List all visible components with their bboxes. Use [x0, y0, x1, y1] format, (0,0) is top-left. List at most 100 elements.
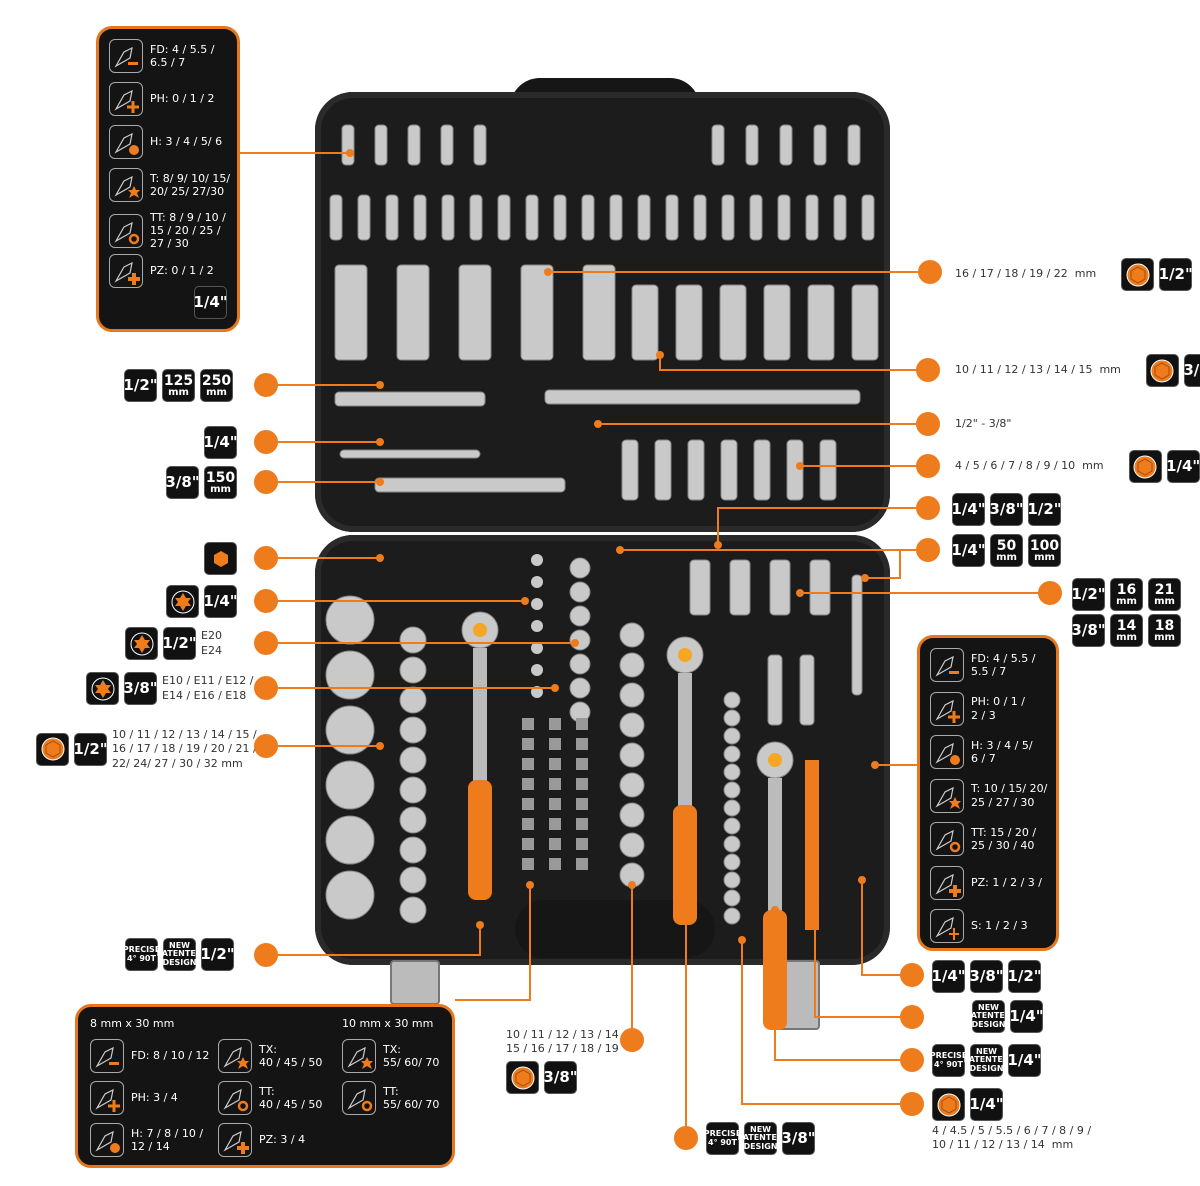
socket-1-2 — [399, 806, 427, 834]
socket-1-4 — [723, 835, 741, 853]
leader-line — [741, 940, 912, 1105]
socket-1-2 — [399, 866, 427, 894]
leader-endpoint — [594, 420, 602, 428]
socket-1-4 — [819, 439, 837, 501]
leader-endpoint — [346, 149, 354, 157]
precise-90t-badge: PRECISE 4° 90T — [123, 938, 160, 971]
hex-socket-icon — [36, 732, 69, 766]
socket-1-4 — [753, 439, 771, 501]
flat-bit-icon — [930, 648, 964, 682]
bit-item: T: 10 / 15/ 20/ 25 / 27 / 30 — [930, 778, 1048, 813]
callout-dot — [1038, 581, 1062, 605]
patented-design-badge: NEW PATENTED DESIGN — [157, 938, 202, 971]
socket-1-4 — [723, 907, 741, 925]
socket-1-2 — [399, 896, 427, 924]
callout: 1/4" — [932, 1088, 1004, 1121]
bit-item: S: 1 / 2 / 3 — [930, 909, 1028, 943]
leader-line — [814, 900, 912, 1018]
callout: 1/4" — [203, 426, 238, 459]
bit-sizes: T: 10 / 15/ 20/ 25 / 27 / 30 — [971, 782, 1048, 809]
bottom-bit-panel: 8 mm x 30 mm 10 mm x 30 mm FD: 8 / 10 / … — [75, 1004, 455, 1168]
tamper-torx-bit-icon — [930, 822, 964, 856]
bit — [581, 194, 595, 241]
callout-dot — [900, 1005, 924, 1029]
bit — [609, 194, 623, 241]
bit — [469, 194, 483, 241]
leader-endpoint — [656, 351, 664, 359]
callout-dot — [916, 358, 940, 382]
leader-endpoint — [376, 554, 384, 562]
deep-socket-1-2 — [396, 264, 430, 361]
drive-size-badge: 1/4" — [193, 286, 228, 319]
bit — [441, 194, 455, 241]
pozidriv-bit-icon — [109, 254, 143, 288]
leader-endpoint — [376, 381, 384, 389]
drive-size-badge: 1/2" — [1007, 960, 1042, 993]
bit — [576, 758, 588, 770]
bit — [522, 858, 534, 870]
drive-size-badge: 1/4" — [1166, 450, 1200, 483]
leader-endpoint — [476, 921, 484, 929]
callout-text: 16 / 17 / 18 / 19 / 22 mm — [955, 267, 1097, 281]
bit — [374, 124, 388, 166]
bit-sizes: FD: 8 / 10 / 12 — [131, 1049, 210, 1063]
socket-3-8 — [619, 802, 645, 828]
callout-text: 4 / 4.5 / 5 / 5.5 / 6 / 7 / 8 / 9 / 10 /… — [932, 1124, 1092, 1152]
bit-item: TX: 55/ 60/ 70 — [342, 1039, 439, 1073]
bit — [440, 124, 454, 166]
bit-item: PZ: 1 / 2 / 3 / — [930, 865, 1042, 900]
drive-size-badge: 1/4" — [951, 534, 986, 567]
phillips-bit-icon — [109, 82, 143, 116]
bit — [576, 838, 588, 850]
bit — [357, 194, 371, 241]
extension-bar — [544, 389, 861, 405]
socket-1-4 — [723, 709, 741, 727]
bit — [777, 194, 791, 241]
bit — [665, 194, 679, 241]
callout-text: 10 / 11 / 12 / 13 / 14 / 15 mm — [955, 363, 1121, 377]
bit-sizes: PZ: 0 / 1 / 2 — [150, 264, 214, 278]
bit-item: PH: 0 / 1 / 2 / 3 — [930, 691, 1025, 726]
bit — [576, 778, 588, 790]
bit — [749, 194, 763, 241]
hex-socket-icon — [506, 1061, 539, 1094]
universal-joint — [729, 559, 751, 616]
flat-bit-icon — [90, 1039, 124, 1073]
torx-bit-icon — [218, 1039, 252, 1073]
bit-item: FD: 8 / 10 / 12 — [90, 1039, 209, 1073]
leader-endpoint — [526, 881, 534, 889]
torx-socket-icon — [125, 627, 158, 660]
torx-socket — [531, 620, 543, 632]
extension-bar — [334, 391, 486, 407]
callout: 1/4"3/8"1/2" — [951, 493, 1062, 526]
callout-text: 10 / 11 / 12 / 13 / 14 / 15 / 16 / 17 / … — [506, 1028, 626, 1056]
bit-item: TX: 40 / 45 / 50 — [218, 1039, 322, 1073]
bit-item: TT: 40 / 45 / 50 — [218, 1081, 322, 1115]
universal-joint — [769, 559, 791, 616]
bottom-panel-heading-left: 8 mm x 30 mm — [90, 1017, 175, 1030]
socket-1-2 — [399, 716, 427, 744]
torx-socket — [569, 605, 591, 627]
socket-3-8 — [619, 712, 645, 738]
bit — [549, 818, 561, 830]
leader-endpoint — [682, 881, 690, 889]
case-latch-left — [390, 960, 440, 1005]
bit — [549, 858, 561, 870]
bit-sizes: T: 8/ 9/ 10/ 15/ 20/ 25/ 27/30 — [150, 171, 231, 198]
drive-size-badge: 3/8" — [543, 1061, 578, 1094]
leader-endpoint — [616, 546, 624, 554]
universal-joint — [809, 559, 831, 616]
deep-socket-1-2 — [334, 264, 368, 361]
leader-endpoint — [571, 639, 579, 647]
drive-size-badge: 3/8" — [1071, 614, 1106, 647]
socket-1-4 — [621, 439, 639, 501]
bit-sizes: TX: 55/ 60/ 70 — [383, 1042, 440, 1069]
bit — [522, 718, 534, 730]
bit — [847, 124, 861, 166]
bit-item: H: 3 / 4 / 5/ 6 / 7 — [930, 735, 1033, 769]
leader-line — [659, 355, 928, 371]
